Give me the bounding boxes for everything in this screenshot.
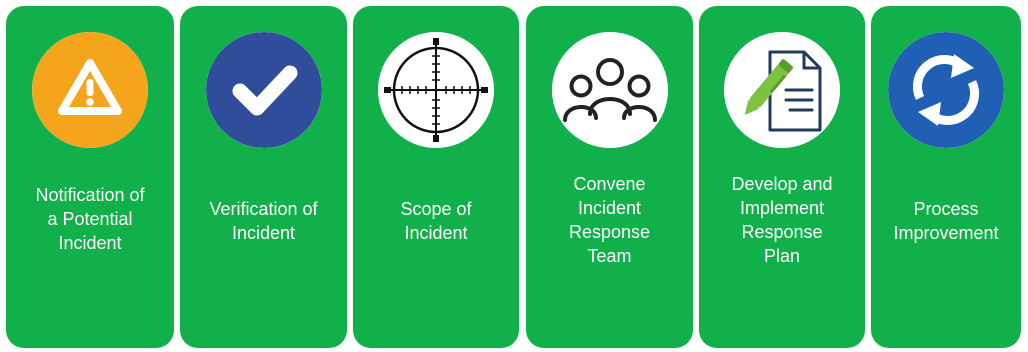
step-label: Convene Incident Response Team — [568, 174, 651, 266]
document-pen-icon — [724, 32, 840, 148]
step-label: Develop and Implement Response Plan — [731, 174, 833, 266]
step-label: Notification of a Potential Incident — [35, 185, 145, 253]
step-card-convene-team: Convene Incident Response Team — [526, 6, 693, 348]
step-card-develop-plan: Develop and Implement Response Plan — [699, 6, 865, 348]
step-label: Process Improvement — [893, 199, 999, 243]
step-card-scope: Scope of Incident — [353, 6, 519, 348]
step-label: Scope of Incident — [400, 199, 472, 243]
step-label: Verification of Incident — [209, 199, 318, 243]
team-icon — [551, 32, 668, 148]
step-card-notification: Notification of a Potential Incident — [6, 6, 174, 348]
step-card-verification: Verification of Incident — [180, 6, 347, 348]
checkmark-icon — [205, 32, 322, 148]
crosshair-icon — [378, 32, 494, 148]
warning-triangle-icon — [32, 32, 148, 148]
refresh-cycle-icon — [888, 32, 1004, 148]
step-card-process-improvement: Process Improvement — [871, 6, 1021, 348]
